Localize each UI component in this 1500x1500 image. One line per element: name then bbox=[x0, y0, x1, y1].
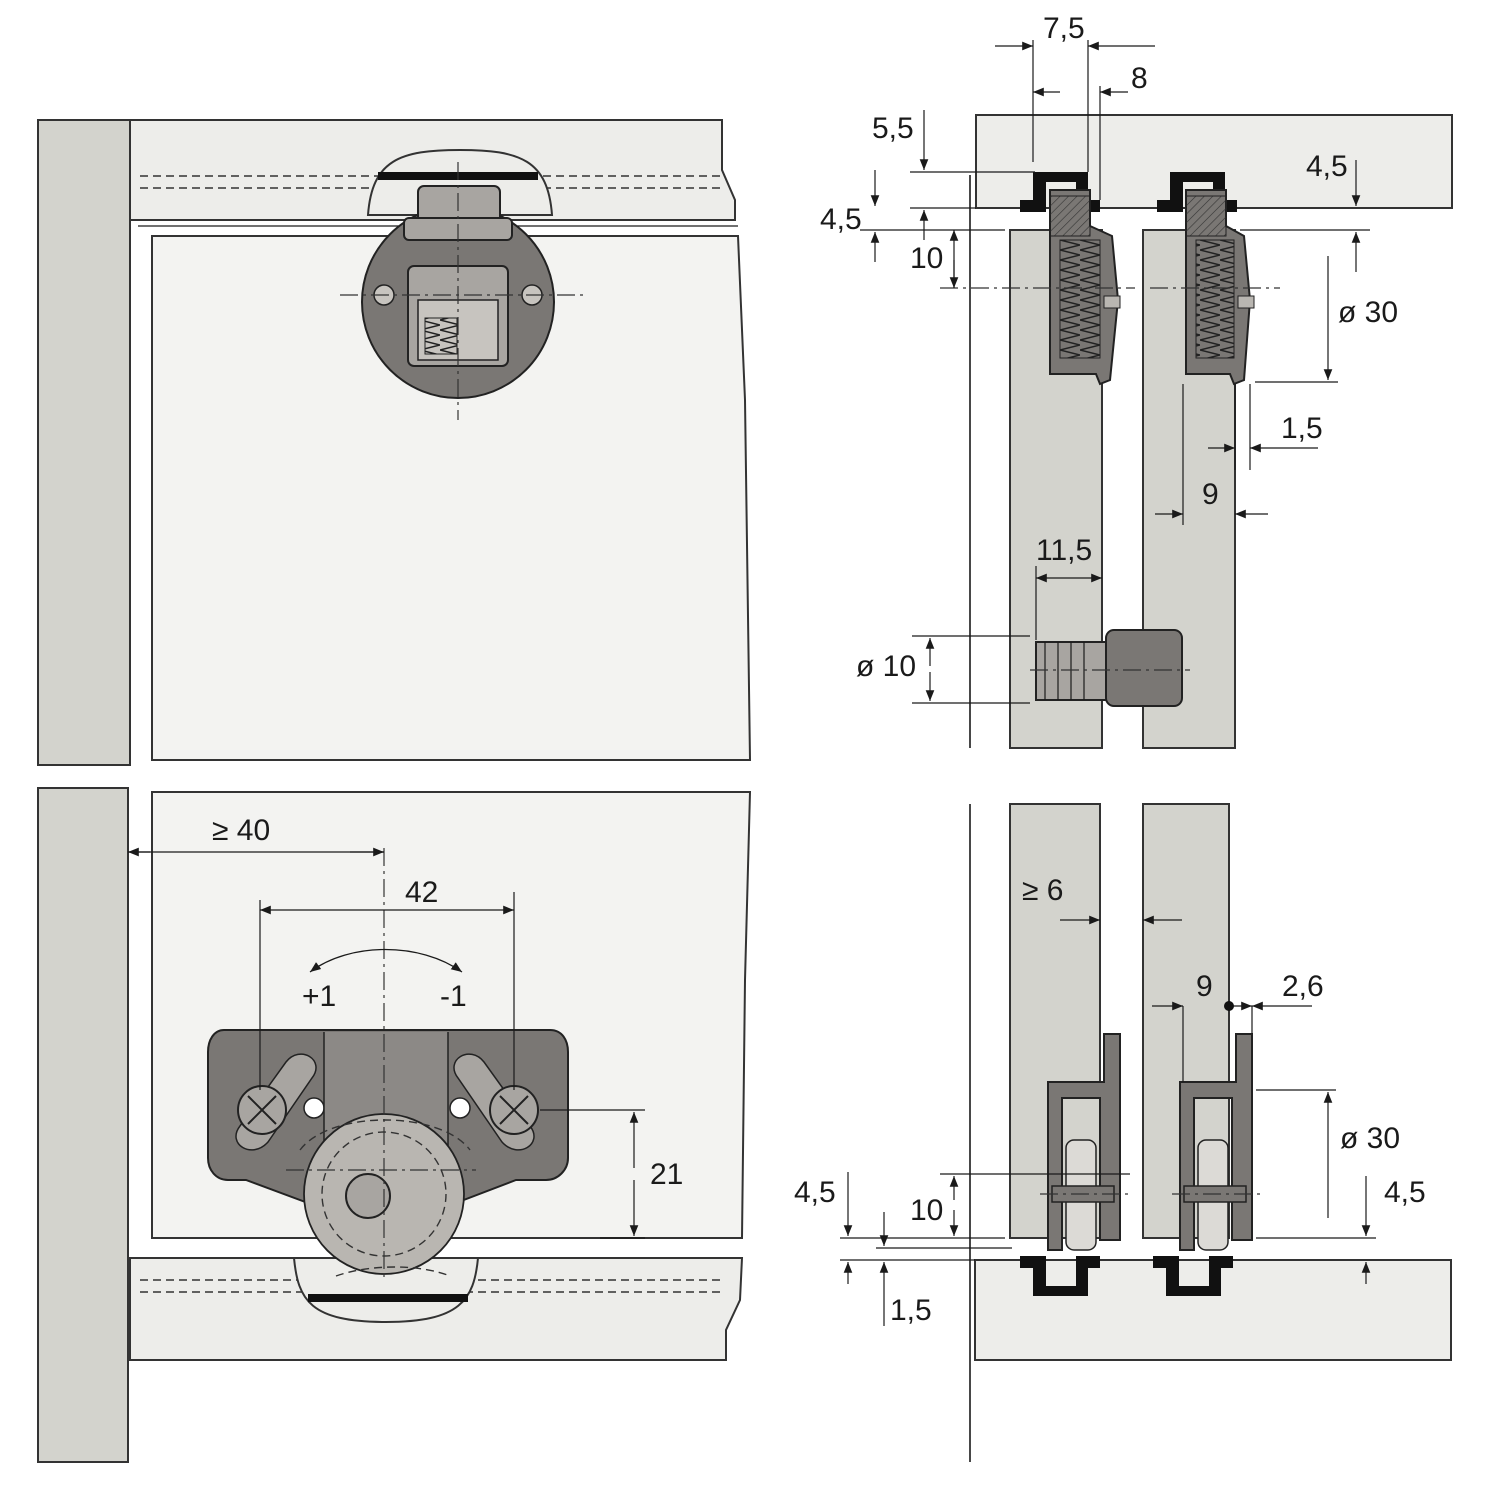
dim-dia-30-bottom: ø 30 bbox=[1340, 1122, 1400, 1155]
dim-4-5-right: 4,5 bbox=[1306, 150, 1348, 183]
dim-42: 42 bbox=[405, 876, 438, 909]
bottom-left-view: ≥ 40 42 +1 -1 21 bbox=[37, 787, 752, 1463]
dim-min-40: ≥ 40 bbox=[212, 814, 270, 847]
cabinet-side-panel-bottom bbox=[37, 787, 129, 1463]
dim-4-5-bottom-left: 4,5 bbox=[794, 1176, 836, 1209]
dim-min-6: ≥ 6 bbox=[1022, 874, 1063, 907]
sliding-door bbox=[151, 235, 752, 761]
dim-2-6: 2,6 bbox=[1282, 970, 1324, 1003]
front-bottom-roller bbox=[1172, 1033, 1262, 1251]
rear-bottom-rail bbox=[1020, 1256, 1100, 1296]
front-bottom-rail bbox=[1153, 1256, 1233, 1296]
dim-4-5-left: 4,5 bbox=[820, 203, 862, 236]
bottom-right-view: ≥ 6 9 2,6 ø 30 4,5 4,5 10 1,5 bbox=[794, 803, 1452, 1462]
cabinet-side-panel bbox=[37, 119, 131, 766]
dim-dia-10: ø 10 bbox=[856, 650, 916, 683]
dim-1-5-top: 1,5 bbox=[1281, 412, 1323, 445]
dim-9-bottom: 9 bbox=[1196, 970, 1213, 1003]
adjust-plus-1: +1 bbox=[302, 980, 336, 1013]
dim-8: 8 bbox=[1131, 62, 1148, 95]
top-right-view: 7,5 8 5,5 4,5 4,5 10 ø 30 bbox=[820, 12, 1453, 749]
dim-5-5: 5,5 bbox=[872, 112, 914, 145]
front-top-guide bbox=[1185, 189, 1255, 386]
dim-dia-30-top: ø 30 bbox=[1338, 296, 1398, 329]
rear-bottom-roller bbox=[1040, 1033, 1130, 1251]
rear-top-guide bbox=[1049, 189, 1121, 386]
dim-21: 21 bbox=[650, 1158, 683, 1191]
dim-9-top: 9 bbox=[1202, 478, 1219, 511]
dim-7-5: 7,5 bbox=[1043, 12, 1085, 45]
dim-10-top: 10 bbox=[910, 242, 943, 275]
adjust-minus-1: -1 bbox=[440, 980, 467, 1013]
dim-4-5-bottom-right: 4,5 bbox=[1384, 1176, 1426, 1209]
dim-11-5: 11,5 bbox=[1036, 534, 1092, 567]
dim-1-5-bottom: 1,5 bbox=[890, 1294, 932, 1327]
top-left-view bbox=[37, 119, 752, 766]
dim-10-bottom: 10 bbox=[910, 1194, 943, 1227]
guide-dowel bbox=[1030, 629, 1190, 707]
